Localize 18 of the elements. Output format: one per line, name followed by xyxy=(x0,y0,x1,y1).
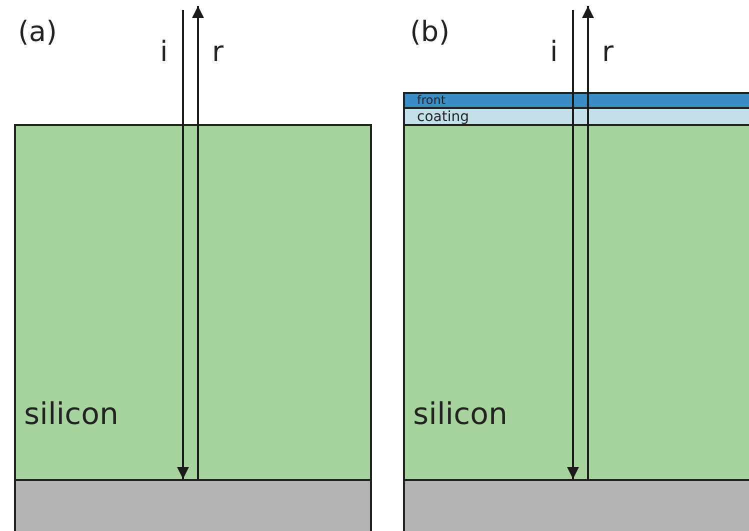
back-layer xyxy=(14,479,372,531)
arrow xyxy=(567,10,579,479)
silicon-layer xyxy=(14,124,372,481)
edge-label: i xyxy=(160,38,168,66)
layer-label: front xyxy=(417,94,446,106)
layer-label: silicon xyxy=(24,400,118,430)
arrow xyxy=(192,6,204,479)
arrow xyxy=(177,10,189,479)
panel-label: (a) xyxy=(18,18,58,46)
edge-label: r xyxy=(212,38,224,66)
edge-label: r xyxy=(602,38,614,66)
silicon-layer xyxy=(403,124,749,481)
edge-label: i xyxy=(550,38,558,66)
arrow xyxy=(582,6,594,479)
layer-label: silicon xyxy=(413,400,508,430)
back-layer xyxy=(403,479,749,531)
panel-label: (b) xyxy=(410,18,450,46)
layer-label: coating xyxy=(417,110,469,124)
